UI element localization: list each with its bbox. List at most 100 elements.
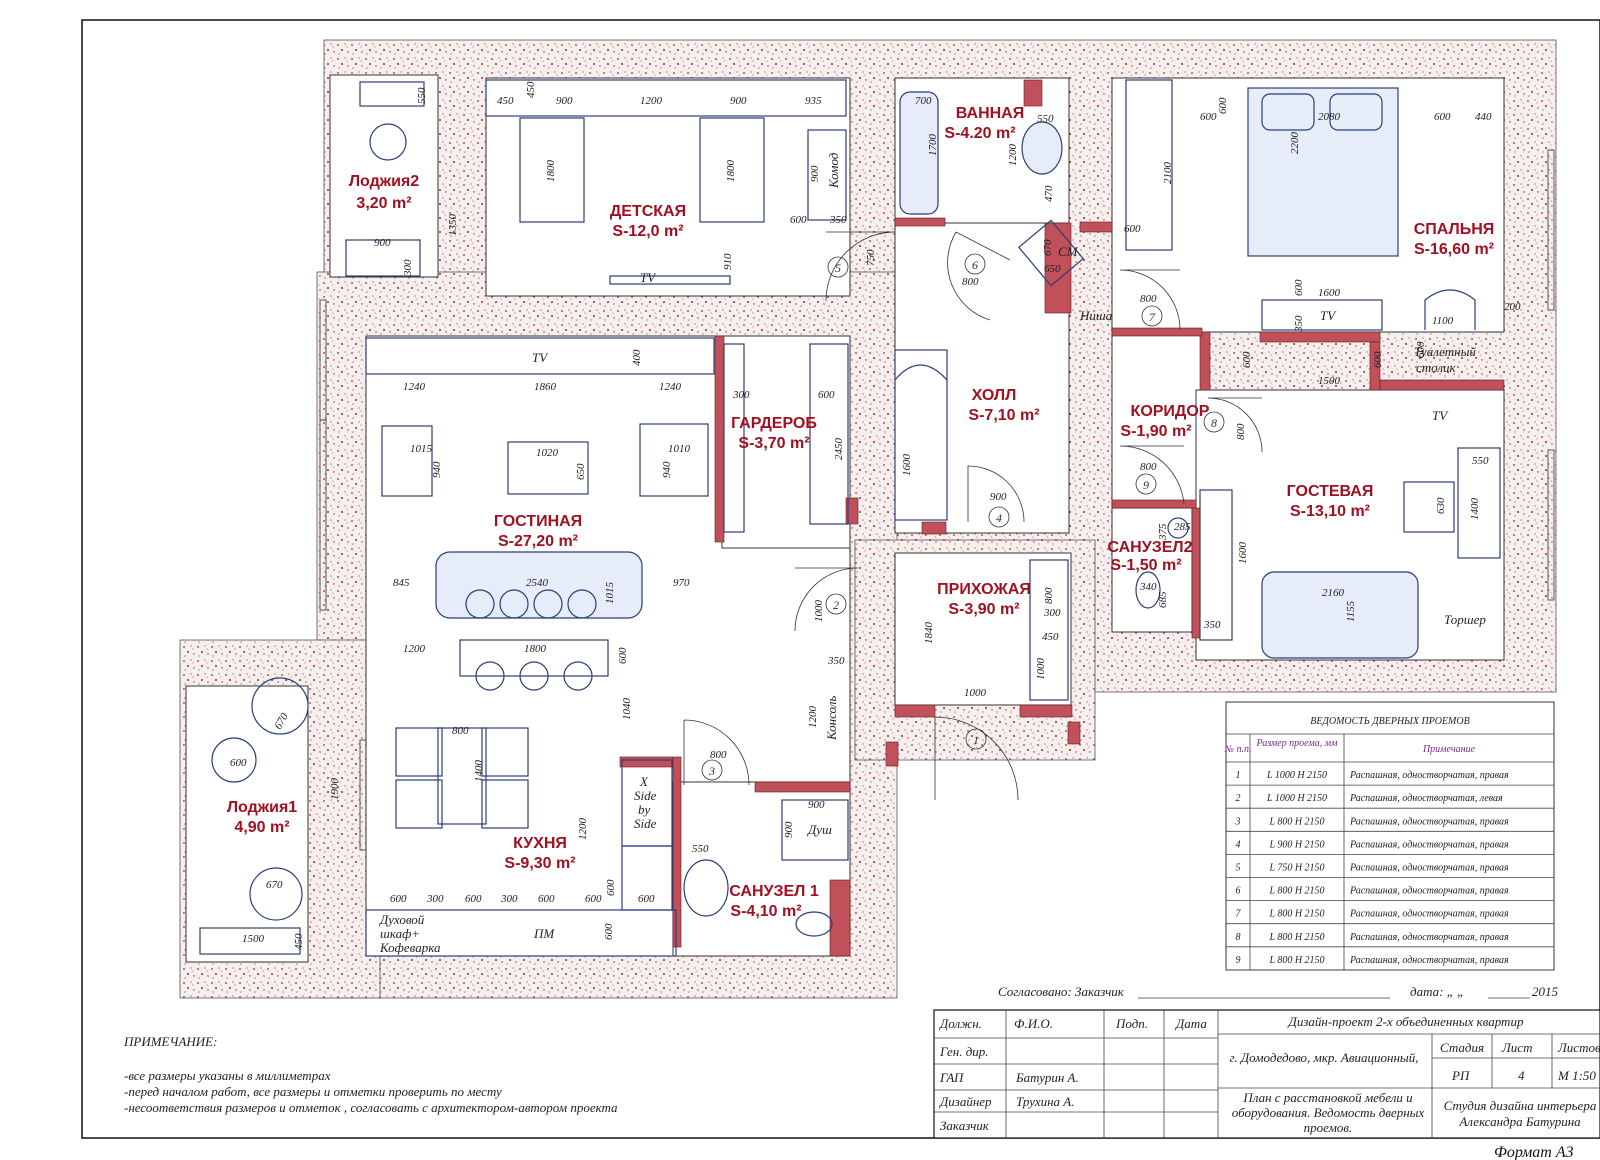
room-name-wardrobe: ГАРДЕРОБ [731, 415, 817, 432]
svg-text:800: 800 [1235, 423, 1247, 440]
svg-text:1600: 1600 [1318, 287, 1341, 299]
svg-text:600: 600 [603, 923, 615, 940]
room-area-children: S-12,0 m² [612, 223, 683, 240]
door-schedule-num: 1 [1236, 770, 1241, 781]
door-schedule-note: Распашная, одностворчатая, правая [1349, 932, 1509, 943]
svg-text:1010: 1010 [668, 443, 691, 455]
svg-text:300: 300 [732, 389, 750, 401]
svg-text:1200: 1200 [640, 95, 663, 107]
xside-label-2: Side [634, 788, 657, 803]
door-schedule-note: Распашная, одностворчатая, левая [1349, 793, 1503, 804]
svg-text:1500: 1500 [1318, 375, 1341, 387]
svg-text:440: 440 [1475, 111, 1492, 123]
svg-text:1900: 1900 [329, 778, 341, 801]
svg-text:450: 450 [1042, 631, 1059, 643]
svg-text:9: 9 [1143, 478, 1149, 492]
furniture-labels: TV TV TV TV Комод СМ Ниша Туалетный стол… [378, 152, 1486, 955]
svg-text:750: 750 [865, 249, 877, 266]
door-schedule-num: 8 [1236, 932, 1241, 943]
door-schedule-num: 7 [1236, 909, 1242, 920]
svg-text:2100: 2100 [1162, 162, 1174, 185]
svg-text:2540: 2540 [526, 577, 549, 589]
svg-text:1800: 1800 [524, 643, 547, 655]
svg-text:350: 350 [1293, 315, 1305, 333]
svg-text:1000: 1000 [964, 687, 987, 699]
door-schedule-size: L 800 H 2150 [1268, 955, 1324, 966]
oven-label-1: Духовой [378, 912, 425, 927]
svg-text:600: 600 [1415, 341, 1427, 358]
svg-text:450: 450 [525, 81, 537, 98]
svg-text:550: 550 [416, 87, 428, 104]
door-schedule-header-num: № п.п. [1224, 744, 1252, 755]
dimensions: 550 1350 900 300 450 450 900 1200 900 93… [230, 81, 1521, 950]
door-schedule-num: 3 [1235, 816, 1241, 827]
svg-text:700: 700 [915, 95, 932, 107]
svg-text:1600: 1600 [1237, 542, 1249, 565]
svg-text:650: 650 [1044, 263, 1061, 275]
svg-text:600: 600 [1241, 351, 1253, 368]
tv-label-living: TV [532, 350, 549, 365]
svg-text:600: 600 [538, 893, 555, 905]
xside-label-4: Side [634, 816, 657, 831]
tv-label-bedroom: TV [1320, 308, 1337, 323]
svg-text:900: 900 [809, 165, 821, 182]
sheet-frame [81, 19, 1600, 1139]
approval-date: дата: „ „ [1410, 984, 1464, 999]
door-schedule-size: L 900 H 2150 [1268, 839, 1324, 850]
door-schedule-num: 2 [1236, 793, 1241, 804]
door-schedule-note: Распашная, одностворчатая, правая [1349, 909, 1509, 920]
svg-text:1000: 1000 [813, 600, 825, 623]
svg-text:8: 8 [1211, 416, 1217, 430]
xside-label-1: X [639, 774, 649, 789]
door-schedule-num: 5 [1236, 863, 1241, 874]
svg-text:470: 470 [1043, 185, 1055, 202]
room-name-entrance: ПРИХОЖАЯ [937, 581, 1031, 598]
svg-text:600: 600 [230, 757, 247, 769]
svg-text:1: 1 [973, 733, 979, 747]
svg-text:600: 600 [617, 647, 629, 664]
room-name-loggia2: Лоджия2 [349, 173, 419, 190]
svg-text:2: 2 [833, 598, 839, 612]
room-area-wc2: S-1,50 m² [1110, 557, 1181, 574]
room-area-entrance: S-3,90 m² [948, 601, 1019, 618]
svg-text:1800: 1800 [545, 160, 557, 183]
svg-text:1000: 1000 [1035, 658, 1047, 681]
svg-text:1400: 1400 [473, 760, 485, 783]
svg-text:600: 600 [818, 389, 835, 401]
svg-text:940: 940 [661, 461, 673, 478]
tb-row-designer-name: Трухина А. [1016, 1094, 1075, 1109]
door-schedule-size: L 1000 H 2150 [1266, 793, 1327, 804]
svg-text:1350: 1350 [447, 214, 459, 237]
room-area-wc1: S-4,10 m² [730, 903, 801, 920]
notes-line-2: -перед началом работ, все размеры и отме… [124, 1084, 502, 1099]
svg-text:1200: 1200 [403, 643, 426, 655]
komod-label: Комод [826, 152, 841, 189]
pm-label: ПМ [533, 926, 555, 941]
tualetny-label-1: Туалетный [1414, 344, 1476, 359]
door-schedule-size: L 800 H 2150 [1268, 816, 1324, 827]
svg-text:1240: 1240 [403, 381, 426, 393]
svg-text:900: 900 [556, 95, 573, 107]
svg-text:1400: 1400 [1469, 498, 1481, 521]
oven-label-3: Кофеварка [379, 940, 441, 955]
partitions [619, 79, 1505, 957]
svg-text:1015: 1015 [604, 582, 616, 605]
door-schedule-table: ВЕДОМОСТЬ ДВЕРНЫХ ПРОЕМОВ № п.п. Размер … [1224, 701, 1555, 971]
approval-customer: Согласовано: Заказчик [998, 984, 1125, 999]
svg-text:1800: 1800 [725, 160, 737, 183]
svg-text:1500: 1500 [242, 933, 265, 945]
notes-line-3: -несоответствия размеров и отметок , сог… [124, 1100, 618, 1115]
svg-text:2200: 2200 [1289, 132, 1301, 155]
svg-text:550: 550 [1472, 455, 1489, 467]
svg-text:800: 800 [1043, 587, 1055, 604]
tb-scale: М 1:50 [1557, 1068, 1596, 1083]
svg-text:940: 940 [431, 461, 443, 478]
svg-text:900: 900 [730, 95, 747, 107]
room-area-loggia1: 4,90 m² [234, 819, 289, 836]
svg-text:375: 375 [1157, 523, 1169, 541]
room-area-guest: S-13,10 m² [1290, 503, 1370, 520]
room-name-hall: ХОЛЛ [972, 387, 1017, 404]
tb-list-header: Лист [1501, 1040, 1532, 1055]
tb-lists-header: Листов [1557, 1040, 1600, 1055]
